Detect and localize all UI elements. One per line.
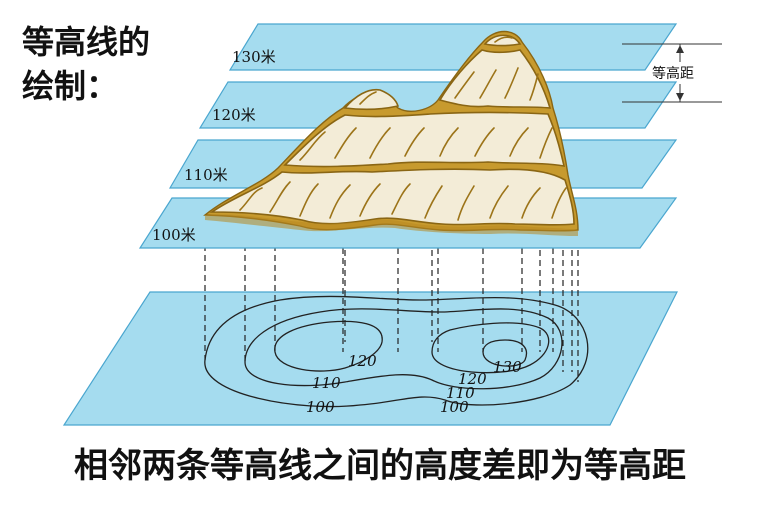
mountain-middle-face xyxy=(283,111,566,168)
plane-label-120: 120米 xyxy=(212,106,256,124)
contour-label-120-left: 120 xyxy=(348,352,377,370)
diagram-caption: 相邻两条等高线之间的高度差即为等高距 xyxy=(74,446,686,486)
contour-lines xyxy=(204,295,589,408)
contour-130 xyxy=(482,339,528,367)
contour-label-130: 130 xyxy=(493,358,522,376)
plane-label-130: 130米 xyxy=(232,48,276,66)
diagram-heading: 等高线的 绘制： xyxy=(22,20,202,108)
interval-annotation: 等高距 xyxy=(622,43,722,103)
arrow-down-icon xyxy=(676,93,684,101)
heading-line-1: 等高线的 xyxy=(22,23,151,61)
contour-label-100-right: 100 xyxy=(440,398,469,416)
contour-120-right xyxy=(431,322,550,374)
mountain-left-peak xyxy=(343,88,400,111)
contour-label-group: 120 130 110 100 120 110 100 xyxy=(306,352,522,416)
base-map-plane xyxy=(62,291,678,426)
interval-label: 等高距 xyxy=(652,65,694,82)
plane-labels: 130米 120米 110米 100米 xyxy=(152,48,276,244)
heading-line-2: 绘制： xyxy=(22,67,119,105)
rock-texture xyxy=(239,36,567,221)
contour-label-110-right: 110 xyxy=(446,384,475,402)
contour-label-120-right: 120 xyxy=(458,370,487,388)
contour-110 xyxy=(244,308,563,390)
arrow-up-icon xyxy=(676,45,684,53)
contour-label-110: 110 xyxy=(312,374,341,392)
plane-label-110: 110米 xyxy=(184,166,228,184)
plane-130 xyxy=(228,23,678,71)
mountain-illustration xyxy=(203,30,579,236)
contour-label-100: 100 xyxy=(306,398,335,416)
plane-label-100: 100米 xyxy=(152,226,196,244)
contour-100 xyxy=(204,295,589,408)
contour-120-left xyxy=(274,320,383,372)
mountain-upper-face xyxy=(438,49,552,109)
